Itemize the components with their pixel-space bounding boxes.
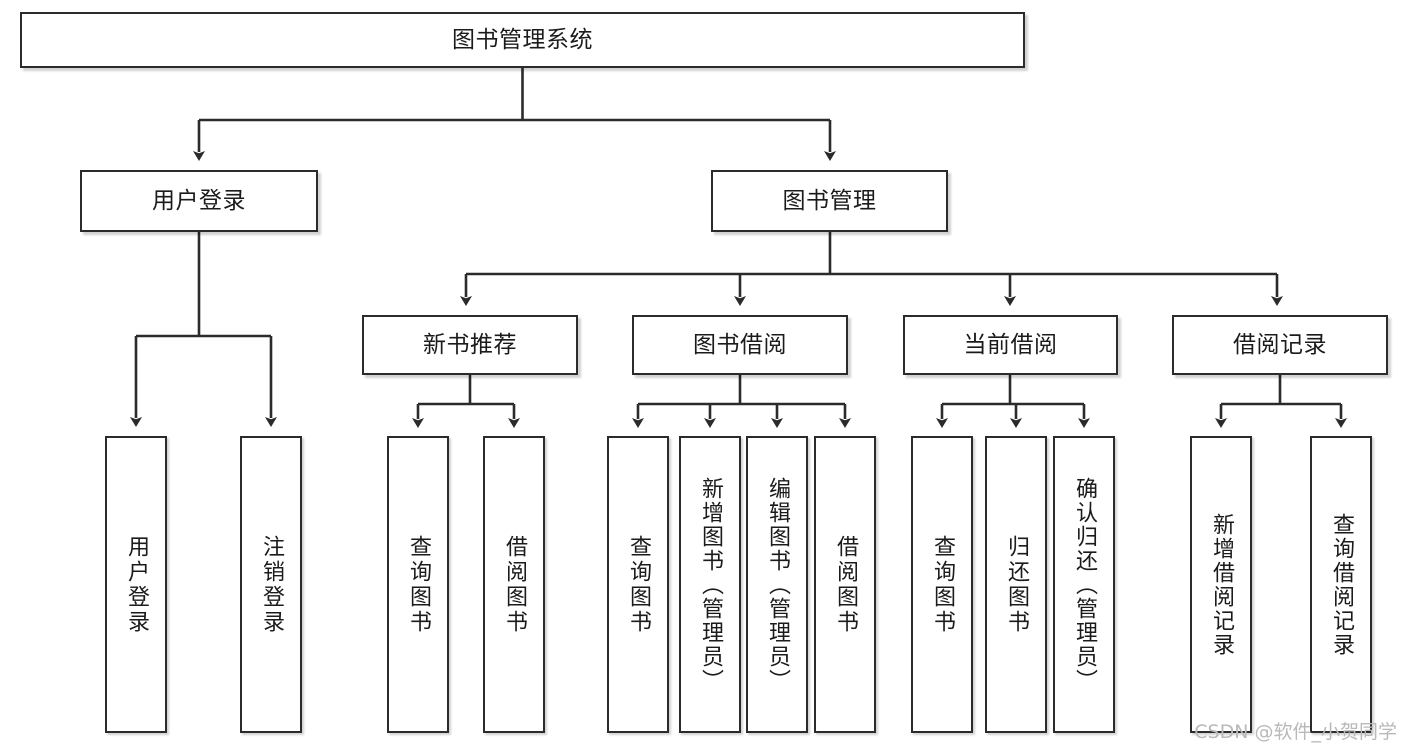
leaf-query-book-new[interactable]: 查询图书 <box>387 436 449 733</box>
leaf-user-login-label: 用户登录 <box>124 534 149 635</box>
node-new-book-recommendation-label: 新书推荐 <box>423 331 517 358</box>
leaf-confirm-return[interactable]: 确认归还（管理员） <box>1053 436 1115 733</box>
leaf-add-book-label: 新增图书（管理员） <box>698 476 723 693</box>
leaf-add-borrow-record-label: 新增借阅记录 <box>1209 512 1234 657</box>
leaf-confirm-return-label: 确认归还（管理员） <box>1072 476 1097 693</box>
leaf-logout-label: 注销登录 <box>259 534 284 635</box>
node-borrowing-records-label: 借阅记录 <box>1233 331 1327 358</box>
leaf-query-book-borrow-label: 查询图书 <box>626 534 651 635</box>
leaf-query-book-new-label: 查询图书 <box>406 534 431 635</box>
node-user-login[interactable]: 用户登录 <box>80 170 318 232</box>
leaf-user-login[interactable]: 用户登录 <box>105 436 167 733</box>
leaf-borrow-book-new[interactable]: 借阅图书 <box>483 436 545 733</box>
node-root[interactable]: 图书管理系统 <box>20 12 1025 68</box>
node-book-management[interactable]: 图书管理 <box>711 170 948 232</box>
leaf-logout[interactable]: 注销登录 <box>240 436 302 733</box>
node-book-management-label: 图书管理 <box>782 187 877 214</box>
leaf-add-book[interactable]: 新增图书（管理员） <box>679 436 741 733</box>
node-root-label: 图书管理系统 <box>452 26 593 53</box>
leaf-borrow-book-new-label: 借阅图书 <box>502 534 527 635</box>
leaf-query-borrow-record-label: 查询借阅记录 <box>1329 512 1354 657</box>
node-user-login-label: 用户登录 <box>152 187 246 214</box>
node-current-borrowing[interactable]: 当前借阅 <box>903 315 1118 375</box>
leaf-query-borrow-record[interactable]: 查询借阅记录 <box>1310 436 1372 733</box>
node-book-borrowing[interactable]: 图书借阅 <box>632 315 848 375</box>
leaf-query-book-borrow[interactable]: 查询图书 <box>607 436 669 733</box>
leaf-edit-book-label: 编辑图书（管理员） <box>765 476 790 693</box>
leaf-edit-book[interactable]: 编辑图书（管理员） <box>746 436 808 733</box>
node-borrowing-records[interactable]: 借阅记录 <box>1172 315 1388 375</box>
node-book-borrowing-label: 图书借阅 <box>693 331 787 358</box>
node-new-book-recommendation[interactable]: 新书推荐 <box>362 315 578 375</box>
node-current-borrowing-label: 当前借阅 <box>963 331 1058 358</box>
leaf-query-book-current-label: 查询图书 <box>930 534 955 635</box>
leaf-add-borrow-record[interactable]: 新增借阅记录 <box>1190 436 1252 733</box>
leaf-return-book[interactable]: 归还图书 <box>985 436 1047 733</box>
leaf-borrow-book[interactable]: 借阅图书 <box>814 436 876 733</box>
leaf-borrow-book-label: 借阅图书 <box>833 534 858 635</box>
leaf-return-book-label: 归还图书 <box>1004 534 1029 635</box>
leaf-query-book-current[interactable]: 查询图书 <box>911 436 973 733</box>
